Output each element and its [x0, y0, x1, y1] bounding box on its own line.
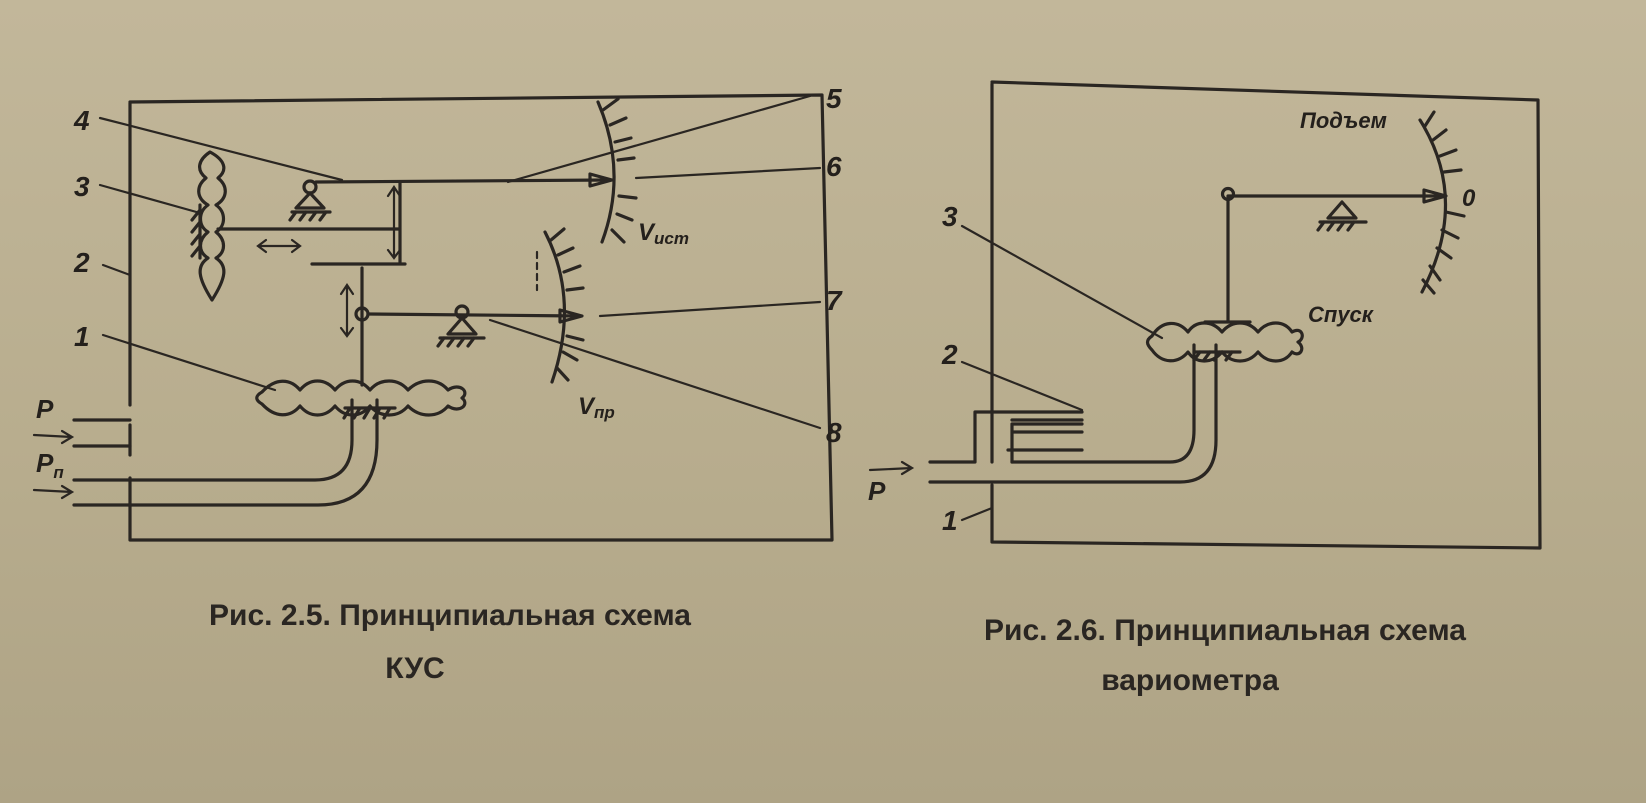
vario-label-down: Спуск [1308, 302, 1375, 327]
scale-label-pr: Vпр [578, 393, 615, 422]
vario-pivot-left [1220, 186, 1236, 202]
vario-leader-2 [960, 360, 1084, 412]
kus-lower-pivot-support [436, 316, 486, 348]
kus-scale-ist-ticks [601, 97, 638, 244]
vario-inlet [928, 343, 1218, 484]
pointer-arrowhead-icon-2 [558, 308, 584, 324]
vario-part-number-1: 1 [942, 505, 958, 536]
vario-scale-ticks [1421, 110, 1466, 295]
pointer-arrowhead-icon [588, 172, 614, 188]
leader-5 [506, 94, 812, 184]
vario-pointer-arrowhead-icon [1422, 188, 1448, 204]
horizontal-double-arrow-icon [256, 238, 302, 254]
vario-part-number-3: 3 [942, 201, 958, 232]
kus-schematic: 4 3 2 1 5 6 7 8 P Pп Vист Vпр Рис. 2.5. … [32, 83, 843, 685]
variometer-schematic: 3 2 1 P Подъем 0 Спуск Рис. 2.6. Принцип… [868, 80, 1542, 697]
part-number-3: 3 [74, 171, 90, 202]
kus-scale-pr [543, 230, 567, 384]
part-number-7: 7 [826, 285, 843, 316]
vario-label-up: Подъем [1300, 108, 1387, 133]
vario-capsule-stem [1203, 194, 1442, 324]
caption-fig-2-5-line2: КУС [385, 652, 444, 685]
vario-inlet-label-p: P [868, 476, 886, 506]
vertical-double-arrow-icon-2 [386, 185, 402, 260]
vertical-double-arrow-icon [339, 283, 355, 338]
kus-lower-pointer [366, 312, 582, 318]
vario-housing [990, 80, 1542, 550]
vario-pivot-support [1316, 200, 1368, 232]
part-number-6: 6 [826, 151, 842, 182]
leader-2 [101, 263, 132, 277]
vario-leader-3 [960, 224, 1164, 340]
vario-capsule [1145, 321, 1304, 363]
arrow-p-icon-2 [868, 460, 915, 476]
leader-7 [598, 300, 822, 318]
kus-housing [128, 93, 834, 542]
leader-4 [98, 116, 344, 182]
kus-inlet-p [72, 418, 132, 448]
inlet-label-pn: Pп [36, 448, 64, 482]
leader-8 [488, 318, 822, 430]
part-number-2: 2 [73, 247, 90, 278]
kus-upper-pointer [314, 178, 610, 184]
arrow-p-icon [32, 429, 75, 445]
leader-6 [634, 166, 822, 180]
kus-aneroid-mount [190, 203, 202, 260]
scale-label-ist: Vист [638, 219, 689, 248]
kus-scale-ist [596, 100, 616, 244]
vario-capillary-housing [1006, 418, 1084, 452]
leader-3 [98, 183, 202, 215]
kus-capsule-base [342, 406, 397, 420]
vario-part-number-2: 2 [941, 339, 958, 370]
vario-capsule-base [1192, 350, 1242, 362]
vario-capillary [1010, 422, 1084, 464]
part-number-5: 5 [826, 83, 842, 114]
part-number-4: 4 [73, 105, 90, 136]
kus-upper-pivot [302, 179, 318, 195]
caption-fig-2-5-line1: Рис. 2.5. Принципиальная схема [209, 599, 691, 632]
kus-aneroid-capsule [197, 150, 227, 302]
kus-manometric-capsule [255, 379, 467, 417]
kus-scale-pr-ticks [549, 227, 585, 382]
leader-1 [101, 333, 277, 392]
arrow-pn-icon [32, 484, 75, 500]
kus-aneroid-rod [216, 181, 402, 264]
kus-capsule-stem [310, 262, 407, 387]
kus-upper-pivot-support [288, 191, 332, 222]
vario-label-zero: 0 [1462, 185, 1476, 212]
part-number-8: 8 [826, 417, 842, 448]
inlet-label-p: P [36, 394, 54, 424]
part-number-1: 1 [74, 321, 90, 352]
vario-leader-1 [960, 506, 994, 522]
caption-fig-2-6-line1: Рис. 2.6. Принципиальная схема [984, 614, 1466, 647]
caption-fig-2-6-line2: вариометра [1101, 664, 1279, 697]
vario-scale [1418, 118, 1448, 294]
kus-inlet-pn-tube [72, 398, 379, 507]
